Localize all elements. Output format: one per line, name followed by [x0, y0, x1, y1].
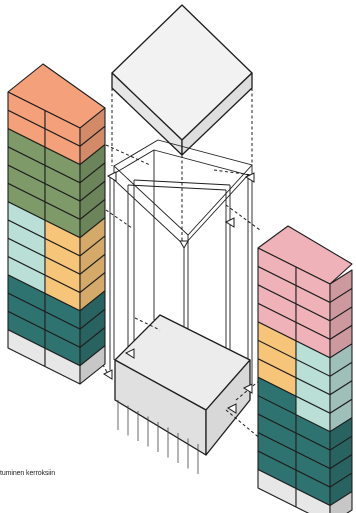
- arrow-heads: [102, 171, 255, 414]
- left-stack-floor-side: [79, 345, 106, 385]
- roof-slab: [111, 4, 253, 156]
- piles: [117, 400, 199, 474]
- left-floor-stack: [7, 63, 106, 385]
- right-floor-stack: [257, 225, 353, 513]
- structural-frame: [109, 139, 253, 440]
- caption-text: tuminen kerroksiin: [0, 470, 55, 477]
- right-stack-floor-right: [295, 487, 331, 513]
- right-stack-floor-side: [329, 490, 353, 513]
- guide-lines: [89, 88, 263, 441]
